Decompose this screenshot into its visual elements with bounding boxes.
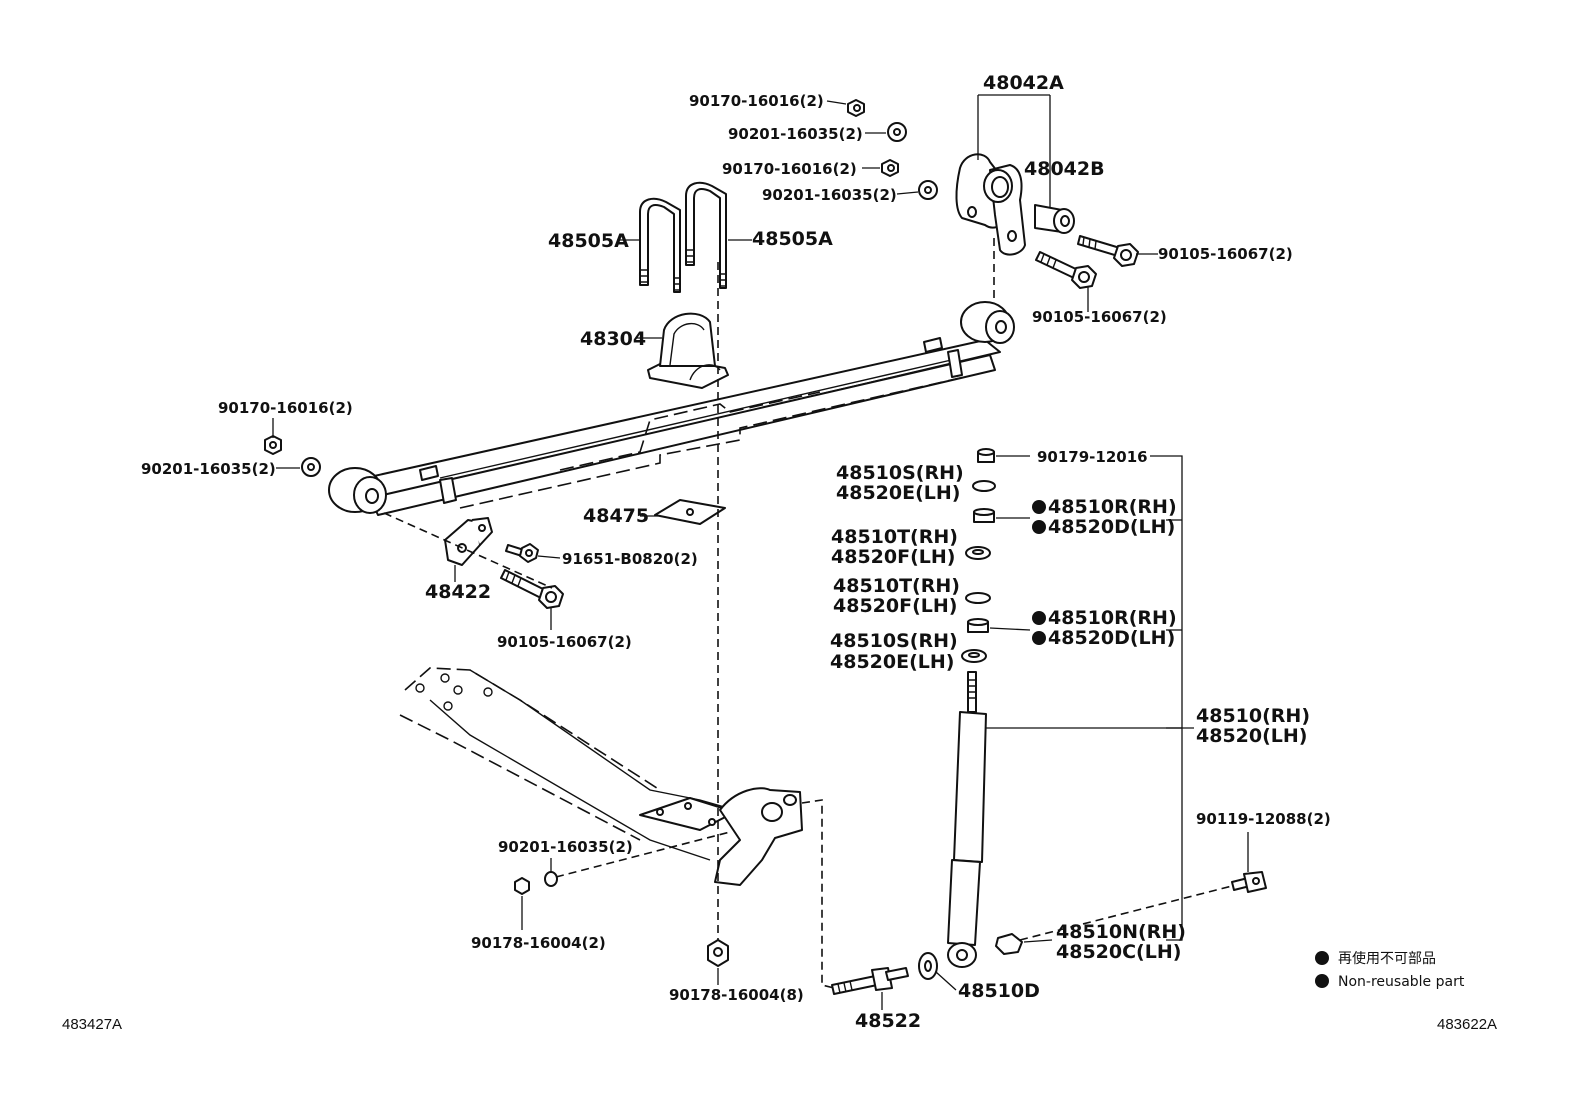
nut-bottom (707, 939, 729, 967)
label-bolt-90119: 90119-12088(2) (1196, 810, 1331, 828)
label-s-rh-1: 48510S(RH) (836, 462, 964, 484)
label-nut-top-2: 90170-16016(2) (722, 160, 857, 178)
shackle-bolt-lower (1035, 251, 1097, 289)
label-d-lh-1: 48520D(LH) (1048, 516, 1175, 538)
shock-retainer-t1 (965, 546, 991, 560)
washer-left (301, 457, 321, 477)
non-reusable-dot (1032, 500, 1046, 514)
label-48304: 48304 (580, 328, 646, 350)
shock-washer-s1 (972, 480, 996, 492)
shock-bushing-r1 (973, 508, 995, 523)
bolt-90119 (1231, 871, 1267, 893)
shackle-bolt-upper (1077, 235, 1139, 267)
rear-eye-bushing (960, 301, 1015, 344)
shackle-assembly (955, 153, 1075, 256)
nut-left (264, 435, 282, 455)
label-washer-top-1: 90201-16035(2) (728, 125, 863, 143)
shock-bushing-n (995, 933, 1023, 955)
label-e-lh-1: 48520E(LH) (836, 482, 960, 504)
label-48510D: 48510D (958, 980, 1040, 1002)
part-labels: 48042A 48042B 90170-16016(2) 90201-16035… (141, 72, 1331, 1032)
legend-jp-text: 再使用不可部品 (1338, 950, 1436, 967)
label-f-lh-2: 48520F(LH) (833, 595, 957, 617)
legend-dot-en (1315, 974, 1329, 988)
shock-nut-90179 (977, 448, 995, 463)
stud-48522 (831, 967, 909, 995)
label-nut-axle: 90178-16004(2) (471, 934, 606, 952)
label-washer-top-2: 90201-16035(2) (762, 186, 897, 204)
bracket-48422 (444, 517, 493, 566)
label-r-rh-1: 48510R(RH) (1048, 496, 1177, 518)
label-t-rh-1: 48510T(RH) (831, 526, 958, 548)
plate-48475 (654, 499, 726, 525)
washer-48510D (918, 952, 938, 980)
bolt-left-90105 (500, 569, 564, 609)
washer-top-1 (887, 122, 907, 142)
label-t-rh-2: 48510T(RH) (833, 575, 960, 597)
legend-en-text: Non-reusable part (1338, 974, 1465, 990)
label-bolt-right-b: 90105-16067(2) (1032, 308, 1167, 326)
label-c-lh: 48520C(LH) (1056, 941, 1181, 963)
label-nut-top-1: 90170-16016(2) (689, 92, 824, 110)
label-washer-left: 90201-16035(2) (141, 460, 276, 478)
axle-housing (399, 667, 803, 886)
legend: 再使用不可部品 Non-reusable part (1315, 950, 1465, 990)
u-bolt-right-48505A (685, 181, 727, 289)
spring-bumper-48304 (647, 312, 729, 389)
drawing-code-right: 483622A (1437, 1016, 1497, 1033)
drawing-code-left: 483427A (62, 1016, 122, 1033)
legend-dot-jp (1315, 951, 1329, 965)
shock-bushing-r2 (967, 618, 989, 633)
label-48522: 48522 (855, 1010, 921, 1032)
front-eye-bushing (328, 467, 387, 514)
label-f-lh-1: 48520F(LH) (831, 546, 955, 568)
label-n-rh: 48510N(RH) (1056, 921, 1186, 943)
shock-washer-s2 (961, 649, 987, 663)
label-48475: 48475 (583, 505, 649, 527)
shock-retainer-t2 (965, 592, 991, 604)
label-shock-rh: 48510(RH) (1196, 705, 1310, 727)
label-bolt-right-a: 90105-16067(2) (1158, 245, 1293, 263)
label-nut-90179: 90179-12016 (1037, 448, 1148, 466)
washer-top-2 (918, 180, 938, 200)
nut-top-1 (847, 99, 865, 117)
leaf-spring (328, 301, 1015, 516)
u-bolt-left-48505A (639, 197, 681, 293)
label-e-lh-2: 48520E(LH) (830, 651, 954, 673)
nut-axle (514, 877, 530, 895)
label-bolt-left: 90105-16067(2) (497, 633, 632, 651)
label-nut-bottom: 90178-16004(8) (669, 986, 804, 1004)
label-s-rh-2: 48510S(RH) (830, 630, 958, 652)
label-ubolt-left: 48505A (548, 230, 629, 252)
label-48422: 48422 (425, 581, 491, 603)
label-washer-axle: 90201-16035(2) (498, 838, 633, 856)
label-r-rh-2: 48510R(RH) (1048, 607, 1177, 629)
label-48042A: 48042A (983, 72, 1064, 94)
nut-top-2 (881, 159, 899, 177)
label-nut-left: 90170-16016(2) (218, 399, 353, 417)
washer-axle (544, 871, 558, 887)
shock-absorber (947, 671, 987, 968)
non-reusable-dot (1032, 520, 1046, 534)
label-ubolt-right: 48505A (752, 228, 833, 250)
label-d-lh-2: 48520D(LH) (1048, 627, 1175, 649)
non-reusable-dot (1032, 611, 1046, 625)
label-shock-lh: 48520(LH) (1196, 725, 1307, 747)
label-bolt-91651: 91651-B0820(2) (562, 550, 698, 568)
bolt-91651 (505, 543, 539, 563)
leader-lines (272, 94, 1249, 1010)
dashed-connectors (383, 238, 1233, 989)
non-reusable-dot (1032, 631, 1046, 645)
label-48042B: 48042B (1024, 158, 1105, 180)
